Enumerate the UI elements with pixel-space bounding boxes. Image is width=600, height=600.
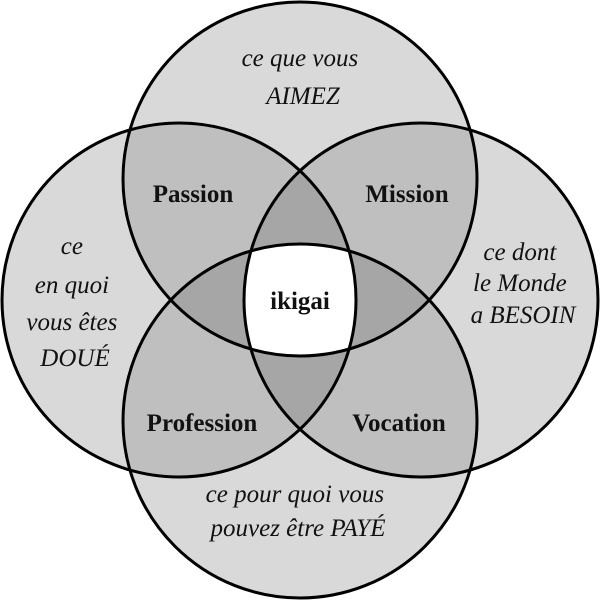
label-besoin: ce dont le Monde a BESOIN bbox=[471, 239, 577, 329]
label-passion: Passion bbox=[153, 181, 234, 208]
label-besoin-line1: ce dont bbox=[483, 239, 557, 266]
triple-top-bottom-left bbox=[123, 244, 356, 356]
label-profession: Profession bbox=[147, 410, 258, 437]
label-doue: ce en quoi vous êtes DOUÉ bbox=[26, 233, 123, 372]
label-doue-line1: ce bbox=[61, 233, 83, 260]
label-doue-line4: DOUÉ bbox=[39, 344, 109, 372]
label-aimez-line2: AIMEZ bbox=[264, 83, 341, 110]
label-doue-line3: vous êtes bbox=[26, 309, 117, 336]
label-vocation: Vocation bbox=[352, 410, 446, 437]
label-doue-line2: en quoi bbox=[35, 272, 109, 299]
label-ikigai: ikigai bbox=[270, 288, 330, 315]
label-mission: Mission bbox=[365, 181, 448, 208]
triple-top-bottom-right bbox=[244, 244, 477, 356]
label-aimez-line1: ce que vous bbox=[242, 45, 359, 72]
label-besoin-line2: le Monde bbox=[473, 270, 567, 297]
label-paye-line2: pouvez être PAYÉ bbox=[209, 514, 386, 542]
label-paye-line1: ce pour quoi vous bbox=[206, 481, 384, 508]
label-paye: ce pour quoi vous pouvez être PAYÉ bbox=[206, 481, 391, 542]
label-besoin-line3: a BESOIN bbox=[471, 302, 577, 329]
label-aimez: ce que vous AIMEZ bbox=[242, 45, 365, 110]
